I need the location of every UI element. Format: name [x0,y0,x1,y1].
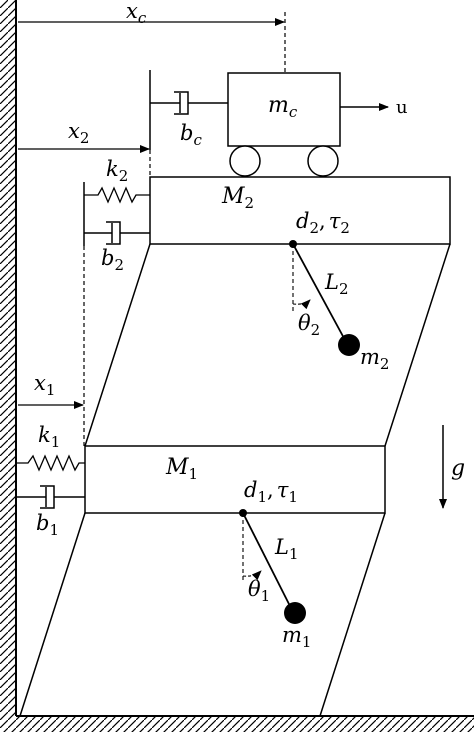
theta-2-arc [292,299,311,310]
label-L1: L1 [274,535,299,563]
label-b2: b2 [101,246,124,274]
wall-hatching [0,0,16,716]
label-m1: m1 [282,623,311,651]
theta-1-arc [242,570,262,581]
label-theta1: θ1 [248,577,270,605]
lower-left-column [19,512,86,717]
label-bc: bc [180,121,202,149]
upper-left-column [84,243,151,447]
label-d2-tau2: d2,τ2 [296,209,350,237]
cart-damper [150,91,228,115]
pendulum-2-rod [292,243,346,341]
label-k1: k1 [38,423,60,451]
label-L2: L2 [324,270,349,298]
pendulum-1-rod [242,512,292,609]
label-k2: k2 [106,157,128,185]
floor-mass-2 [149,176,451,245]
label-theta2: θ2 [298,311,320,339]
label-u: u [396,97,408,118]
label-b1: b1 [36,511,59,539]
lower-right-column [319,512,386,717]
pendulum-1-pivot [239,509,247,517]
label-xc: xc [126,0,147,27]
ground-hatching [0,716,474,732]
upper-right-column [384,243,451,447]
spring-k1 [16,454,85,472]
cart-wheel-left [229,145,261,177]
label-M2: M2 [221,184,254,212]
floor-mass-1 [84,445,386,514]
label-x2: x2 [68,119,89,147]
label-mc: mc [268,93,298,121]
pendulum-1-bob [284,602,306,624]
label-m2: m2 [360,345,389,373]
damper-b2 [84,221,150,245]
label-d1-tau1: d1,τ1 [244,478,298,506]
label-M1: M1 [165,455,198,483]
spring-k2 [84,186,150,204]
label-x1: x1 [34,371,55,399]
cart-body [227,72,341,147]
pendulum-2-pivot [289,240,297,248]
cart-wheel-right [307,145,339,177]
label-g: g [451,456,465,481]
damper-b1 [16,485,85,509]
pendulum-2-bob [338,334,360,356]
